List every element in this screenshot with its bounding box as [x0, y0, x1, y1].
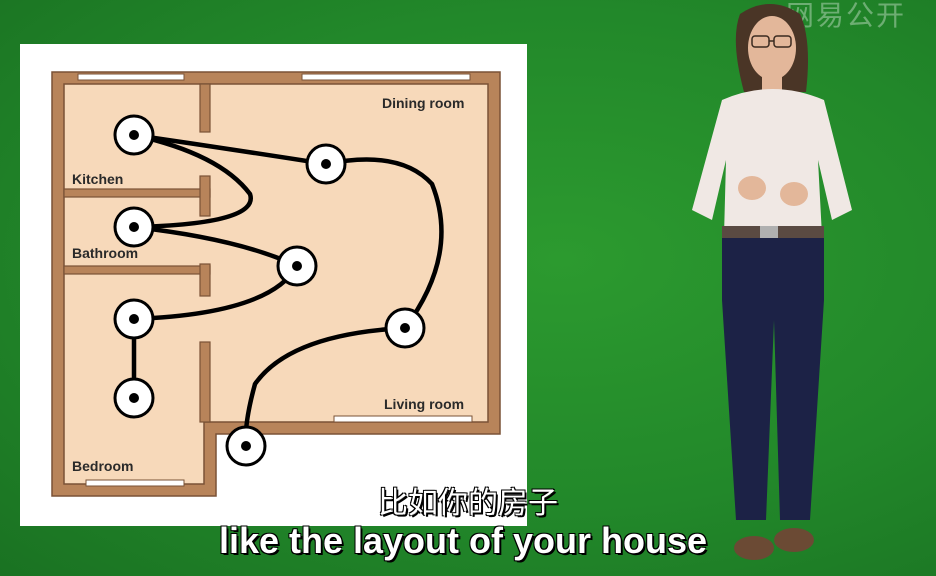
- node-outside: [225, 425, 267, 467]
- subtitle-english: like the layout of your house: [218, 520, 708, 561]
- nodes: [113, 114, 426, 467]
- label-bedroom: Bedroom: [72, 458, 133, 474]
- interior-walls: [63, 83, 211, 423]
- node-bathroom: [113, 206, 155, 248]
- presenter-figure: [692, 4, 852, 560]
- node-bedroom-lower: [113, 377, 155, 419]
- label-living-room: Living room: [384, 396, 464, 412]
- node-kitchen: [113, 114, 155, 156]
- node-dining: [305, 143, 347, 185]
- floorplan-diagram: Dining room Kitchen Bathroom Living room…: [51, 71, 501, 497]
- floorplan-figure: Dining room Kitchen Bathroom Living room…: [20, 44, 527, 526]
- subtitle-chinese: 比如你的房子: [378, 486, 558, 521]
- windows: [77, 73, 473, 487]
- channel-watermark: 网易公开: [786, 0, 907, 32]
- label-bathroom: Bathroom: [72, 245, 138, 261]
- label-dining-room: Dining room: [382, 95, 464, 111]
- node-hall: [276, 245, 318, 287]
- floor: [64, 84, 488, 484]
- node-living: [384, 307, 426, 349]
- node-bedroom-upper: [113, 298, 155, 340]
- label-kitchen: Kitchen: [72, 171, 123, 187]
